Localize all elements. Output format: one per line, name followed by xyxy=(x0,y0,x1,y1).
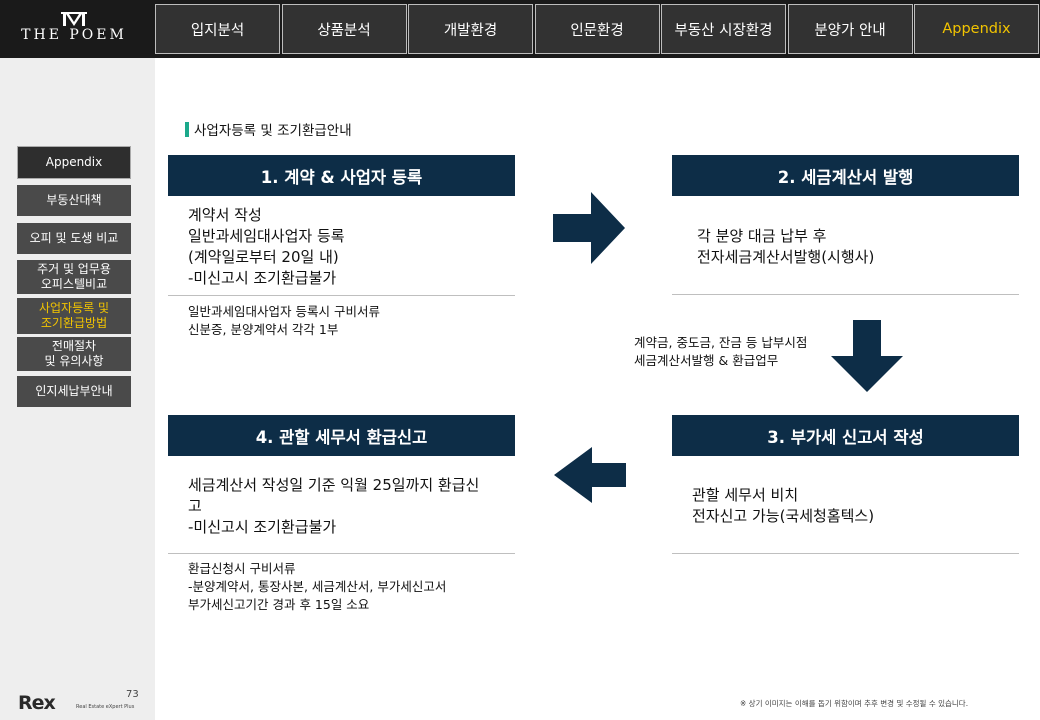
transition-note: 계약금, 중도금, 잔금 등 납부시점 세금계산서발행 & 환급업무 xyxy=(634,334,807,370)
sidebar-item-residential-compare[interactable]: 주거 및 업무용 오피스텔비교 xyxy=(17,260,131,294)
step-3-divider xyxy=(672,553,1019,554)
transition-note-line: 계약금, 중도금, 잔금 등 납부시점 xyxy=(634,335,808,350)
sidebar-item-business-registration[interactable]: 사업자등록 및 조기환급방법 xyxy=(17,298,131,334)
step-2-main-text: 각 분양 대금 납부 후 전자세금계산서발행(시행사) xyxy=(697,226,874,268)
sidebar-item-resale-procedure[interactable]: 전매절차 및 유의사항 xyxy=(17,337,131,371)
step-1-divider xyxy=(168,295,515,296)
title-accent-bar xyxy=(185,121,189,137)
top-header: THE POEM 입지분석 상품분석 개발환경 인문환경 부동산 시장환경 분양… xyxy=(0,0,1040,58)
page-number: 73 xyxy=(126,689,139,700)
tab-product-analysis[interactable]: 상품분석 xyxy=(281,4,407,54)
step-1-line: -미신고시 조기환급불가 xyxy=(188,269,337,287)
step-1-line: (계약일로부터 20일 내) xyxy=(188,248,339,266)
arrow-down-icon xyxy=(831,320,903,392)
step-4-sub-line: -분양계약서, 통장사본, 세금계산서, 부가세신고서 xyxy=(188,579,447,594)
tab-development[interactable]: 개발환경 xyxy=(408,4,533,54)
tab-sale-price[interactable]: 분양가 안내 xyxy=(787,4,913,54)
step-4-sub-line: 부가세신고기간 경과 후 15일 소요 xyxy=(188,597,370,612)
sidebar: Appendix 부동산대책 오피 및 도생 비교 주거 및 업무용 오피스텔비… xyxy=(0,58,155,720)
tab-appendix[interactable]: Appendix xyxy=(914,4,1039,54)
step-4-divider xyxy=(168,553,515,554)
sidebar-item-real-estate-policy[interactable]: 부동산대책 xyxy=(17,185,131,216)
step-3-line: 관할 세무서 비치 xyxy=(692,486,799,504)
step-3-header: 3. 부가세 신고서 작성 xyxy=(672,415,1019,456)
step-4-sub-line: 환급신청시 구비서류 xyxy=(188,561,296,576)
step-4-line: -미신고시 조기환급불가 xyxy=(188,518,337,536)
sidebar-item-officetel-compare[interactable]: 오피 및 도생 비교 xyxy=(17,223,131,254)
step-4-line: 고 xyxy=(188,497,202,515)
rex-logo-word: Rex xyxy=(18,692,56,714)
step-4-line: 세금계산서 작성일 기준 익월 25일까지 환급신 xyxy=(188,476,480,494)
step-2-line: 각 분양 대금 납부 후 xyxy=(697,227,827,245)
step-1-header: 1. 계약 & 사업자 등록 xyxy=(168,155,515,196)
sidebar-item-appendix[interactable]: Appendix xyxy=(17,146,131,179)
tab-demographics[interactable]: 인문환경 xyxy=(534,4,660,54)
poem-logo-icon xyxy=(61,12,87,26)
arrow-left-icon xyxy=(554,447,626,503)
step-1-sub-line: 신분증, 분양계약서 각각 1부 xyxy=(188,322,339,337)
step-1-line: 일반과세임대사업자 등록 xyxy=(188,227,345,245)
step-4-sub-text: 환급신청시 구비서류 -분양계약서, 통장사본, 세금계산서, 부가세신고서 부… xyxy=(188,560,446,614)
step-1-line: 계약서 작성 xyxy=(188,206,262,224)
rex-logo-subtitle: Real Estate eXpert Plus xyxy=(76,704,135,710)
step-4-header: 4. 관할 세무서 환급신고 xyxy=(168,415,515,456)
rex-logo: Rex Real Estate eXpert Plus xyxy=(18,692,148,714)
step-1-sub-line: 일반과세임대사업자 등록시 구비서류 xyxy=(188,304,380,319)
tab-location-analysis[interactable]: 입지분석 xyxy=(155,4,280,54)
brand-logo[interactable]: THE POEM xyxy=(0,0,155,58)
transition-note-line: 세금계산서발행 & 환급업무 xyxy=(634,353,779,368)
step-1-sub-text: 일반과세임대사업자 등록시 구비서류 신분증, 분양계약서 각각 1부 xyxy=(188,303,380,339)
step-2-header: 2. 세금계산서 발행 xyxy=(672,155,1019,196)
step-2-divider xyxy=(672,294,1019,295)
logo-text: THE POEM xyxy=(21,27,127,43)
step-3-main-text: 관할 세무서 비치 전자신고 가능(국세청홈텍스) xyxy=(692,485,874,527)
arrow-right-icon xyxy=(553,192,625,264)
step-3-line: 전자신고 가능(국세청홈텍스) xyxy=(692,507,875,525)
section-title: 사업자등록 및 조기환급안내 xyxy=(185,119,352,139)
section-title-text: 사업자등록 및 조기환급안내 xyxy=(194,123,352,139)
main-nav: 입지분석 상품분석 개발환경 인문환경 부동산 시장환경 분양가 안내 Appe… xyxy=(155,4,1040,54)
sidebar-item-stamp-tax[interactable]: 인지세납부안내 xyxy=(17,376,131,407)
disclaimer-footnote: ※ 상기 이미지는 이해를 돕기 위함이며 추후 변경 및 수정될 수 있습니다… xyxy=(740,699,969,708)
tab-real-estate-market[interactable]: 부동산 시장환경 xyxy=(661,4,786,54)
step-4-main-text: 세금계산서 작성일 기준 익월 25일까지 환급신 고 -미신고시 조기환급불가 xyxy=(188,475,479,538)
step-1-main-text: 계약서 작성 일반과세임대사업자 등록 (계약일로부터 20일 내) -미신고시… xyxy=(188,205,345,289)
step-2-line: 전자세금계산서발행(시행사) xyxy=(697,248,875,266)
